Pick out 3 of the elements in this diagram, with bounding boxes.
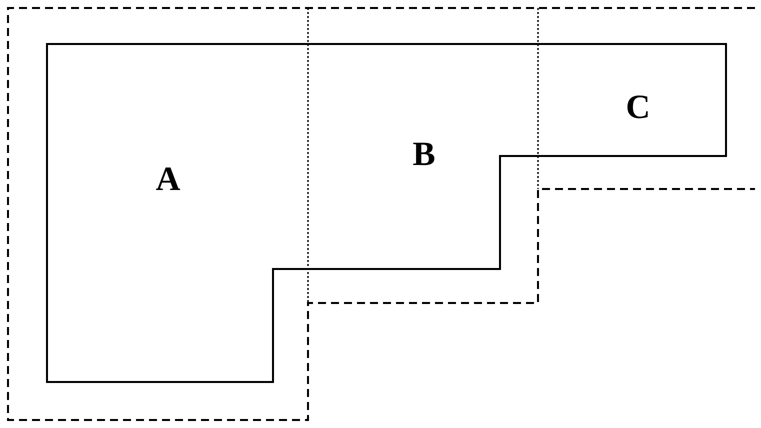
region-label: B — [412, 138, 436, 172]
region-label: C — [626, 91, 650, 125]
region-label: A — [156, 163, 180, 197]
